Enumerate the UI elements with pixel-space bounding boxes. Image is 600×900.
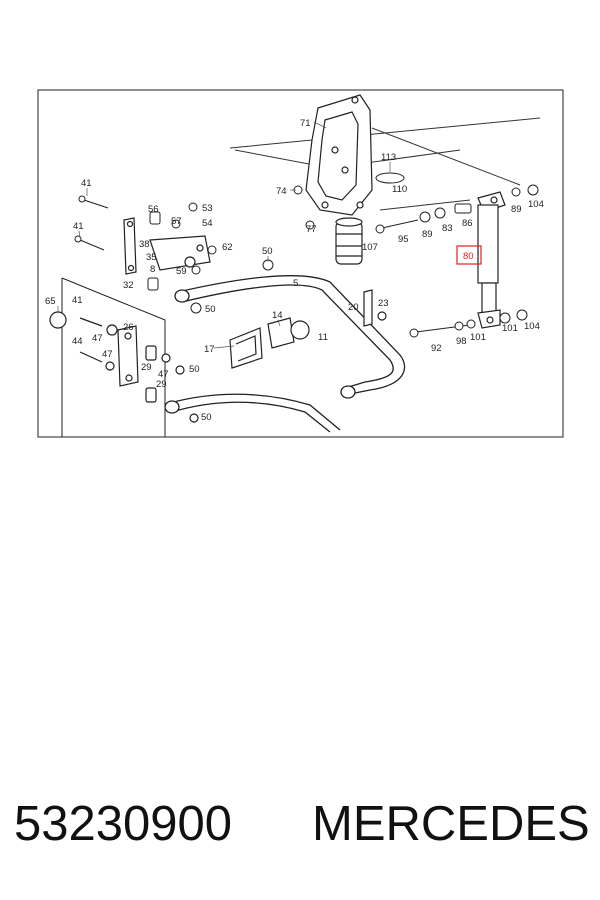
- left-hardware: [74, 195, 274, 314]
- callout-41-mid: 41: [73, 221, 84, 232]
- shock-absorber-80: [477, 191, 506, 329]
- callout-23: 23: [378, 298, 389, 309]
- callout-113: 113: [381, 152, 396, 163]
- callout-104-top: 104: [528, 199, 544, 210]
- callout-35: 35: [146, 252, 157, 263]
- part-number: 53230900: [14, 797, 233, 851]
- upper-hardware: [293, 184, 539, 234]
- parts-diagram: 71 113 74 110 41 56 53 57 54 89 104 77 8…: [37, 89, 564, 438]
- lower-hardware: [409, 309, 528, 338]
- callout-50-mid: 50: [205, 304, 216, 315]
- callout-14: 14: [272, 310, 283, 321]
- callout-107: 107: [362, 242, 378, 253]
- callout-32: 32: [123, 280, 134, 291]
- callout-57: 57: [171, 216, 182, 227]
- callout-110: 110: [392, 184, 407, 195]
- callout-92: 92: [431, 343, 442, 354]
- callout-56: 56: [148, 204, 159, 215]
- rubber-buffer-107: [335, 217, 363, 265]
- callout-labels: 71 113 74 110 41 56 53 57 54 89 104 77 8…: [45, 118, 544, 423]
- callout-59: 59: [176, 266, 187, 277]
- highlight-box-80: [456, 245, 482, 265]
- callout-98: 98: [456, 336, 467, 347]
- leader-lines: [57, 121, 391, 349]
- callout-89: 89: [422, 229, 433, 240]
- callout-38: 38: [139, 239, 150, 250]
- callout-41-low: 41: [72, 295, 83, 306]
- callout-95: 95: [398, 234, 409, 245]
- callout-5: 5: [293, 278, 298, 289]
- diagram-frame: [37, 89, 564, 438]
- washer-110: [375, 172, 405, 184]
- chassis-rails: [229, 117, 541, 211]
- link-32: [123, 217, 137, 275]
- bracket-20: [363, 289, 387, 327]
- u-bolt-17: [229, 327, 263, 369]
- callout-41-top: 41: [81, 178, 92, 189]
- callout-71: 71: [300, 118, 311, 129]
- callout-29-b: 29: [156, 379, 167, 390]
- link-26: [49, 311, 199, 423]
- callout-29: 29: [141, 362, 152, 373]
- lower-bar: [164, 393, 341, 433]
- callout-74: 74: [276, 186, 287, 197]
- callout-44: 44: [72, 336, 83, 347]
- footer: 53230900 MERCEDES: [0, 790, 600, 870]
- callout-83: 83: [442, 223, 453, 234]
- callout-50-bottom: 50: [201, 412, 212, 423]
- callout-50-top: 50: [262, 246, 273, 257]
- callout-47-top: 47: [92, 333, 103, 344]
- callout-77: 77: [306, 224, 317, 235]
- stabilizer-bar-5: [174, 275, 406, 399]
- callout-104: 104: [524, 321, 540, 332]
- bushing-14: [267, 317, 310, 349]
- callout-50-lowmid: 50: [189, 364, 200, 375]
- callout-89-right: 89: [511, 204, 522, 215]
- brand-name: MERCEDES: [312, 797, 590, 851]
- callout-80: 80: [463, 251, 474, 262]
- callout-101: 101: [470, 332, 486, 343]
- callout-11: 11: [318, 332, 328, 343]
- callout-62: 62: [222, 242, 233, 253]
- callout-47-low: 47: [158, 369, 169, 380]
- side-panel: [61, 277, 166, 437]
- callout-26: 26: [123, 322, 134, 333]
- callout-65: 65: [45, 296, 56, 307]
- callout-53: 53: [202, 203, 213, 214]
- callout-47-mid: 47: [102, 349, 113, 360]
- callout-8: 8: [150, 264, 155, 275]
- bracket-71: [305, 94, 373, 216]
- callout-17: 17: [204, 344, 215, 355]
- bracket-38: [149, 235, 211, 271]
- callout-20: 20: [348, 302, 359, 313]
- callout-54: 54: [202, 218, 213, 229]
- callout-86: 86: [462, 218, 473, 229]
- callout-101-b: 101: [502, 323, 518, 334]
